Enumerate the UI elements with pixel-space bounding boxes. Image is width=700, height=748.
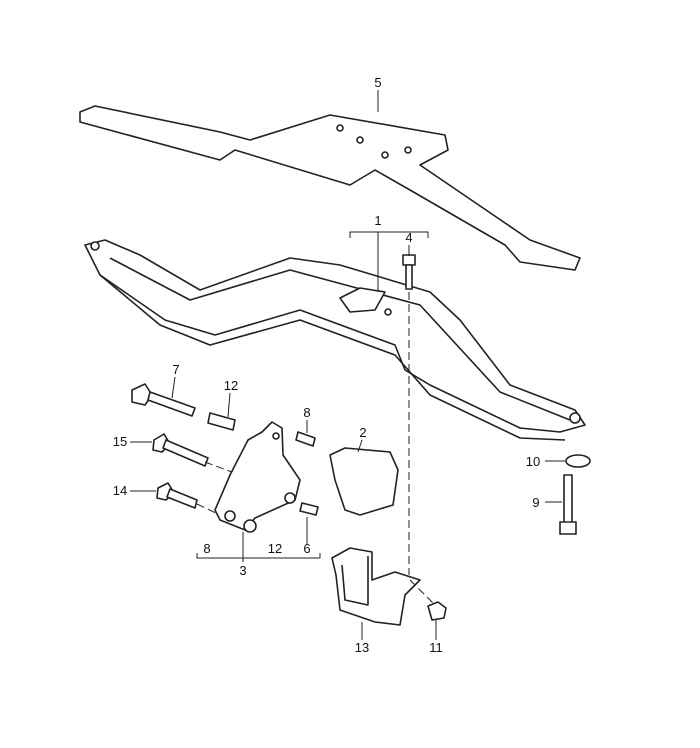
label-13: 13 — [355, 640, 369, 655]
pin-6 — [299, 502, 319, 516]
label-8-top: 8 — [303, 405, 310, 420]
nut-11 — [427, 601, 447, 621]
label-6: 6 — [303, 541, 310, 556]
bolt-7 — [131, 383, 196, 417]
bolt-14 — [156, 482, 198, 509]
label-3: 3 — [239, 563, 246, 578]
label-15: 15 — [113, 434, 127, 449]
pin-8 — [295, 431, 316, 447]
bracket-3 — [214, 421, 301, 533]
label-14: 14 — [113, 483, 127, 498]
bolt-9 — [559, 474, 577, 535]
cover-plate-5 — [79, 105, 581, 271]
label-7: 7 — [172, 362, 179, 377]
bracket-13 — [331, 547, 421, 626]
label-2: 2 — [359, 425, 366, 440]
pin-12 — [207, 412, 236, 431]
label-10: 10 — [526, 454, 540, 469]
label-5: 5 — [374, 75, 381, 90]
label-8-bottom: 8 — [203, 541, 210, 556]
label-1: 1 — [374, 213, 381, 228]
label-12-bottom: 12 — [268, 541, 282, 556]
label-12-top: 12 — [224, 378, 238, 393]
label-4: 4 — [405, 230, 412, 245]
washer-10 — [565, 454, 591, 468]
crossmember-1 — [84, 239, 586, 441]
bolt-15 — [152, 433, 209, 467]
rubber-mount-2 — [329, 447, 399, 516]
label-11: 11 — [429, 640, 443, 655]
label-9: 9 — [532, 495, 539, 510]
